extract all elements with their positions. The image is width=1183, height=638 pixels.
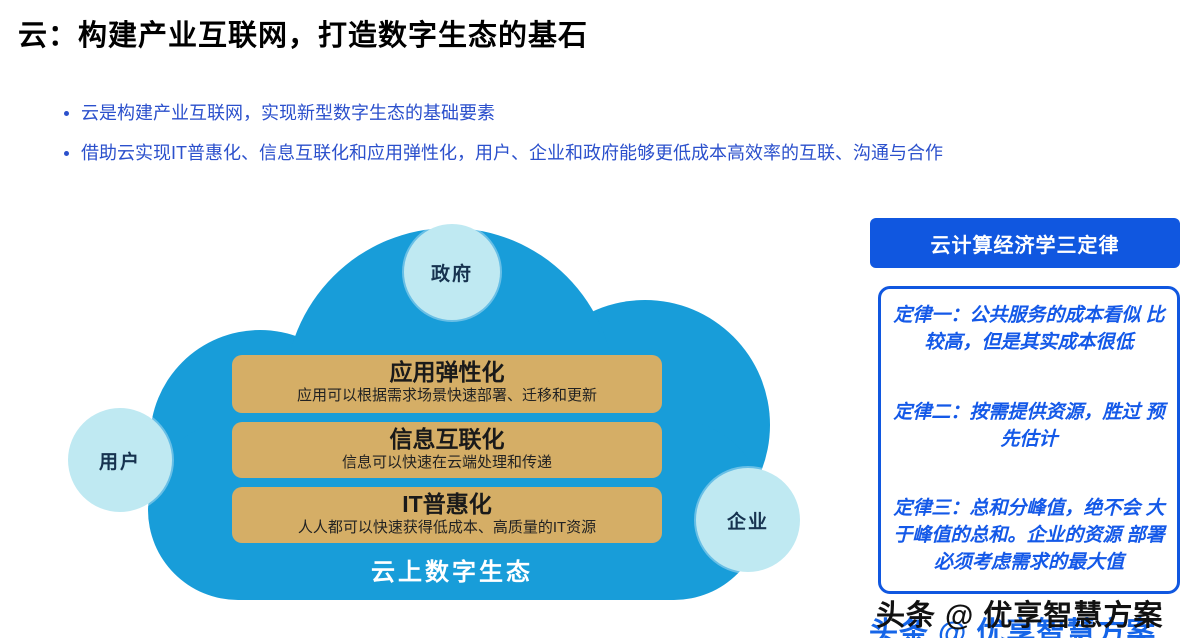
panel-header: 云计算经济学三定律: [870, 218, 1180, 268]
law-2: 定律二：按需提供资源，胜过 预先估计: [893, 401, 1165, 450]
circle-enterprise: 企业: [696, 468, 800, 572]
bullet-icon: [64, 111, 69, 116]
law-1: 定律一：公共服务的成本看似 比较高，但是其实成本很低: [893, 305, 1165, 353]
bullet-item: 借助云实现IT普惠化、信息互联化和应用弹性化，用户、企业和政府能够更低成本高效率…: [64, 142, 1144, 165]
bullet-list: 云是构建产业互联网，实现新型数字生态的基础要素 借助云实现IT普惠化、信息互联化…: [64, 102, 1144, 181]
bullet-text: 借助云实现IT普惠化、信息互联化和应用弹性化，用户、企业和政府能够更低成本高效率…: [81, 142, 943, 163]
law-3: 定律三：总和分峰值，绝不会 大于峰值的总和。企业的资源 部署必须考虑需求的最大值: [893, 498, 1165, 574]
watermark: 头条 @ 优享智慧方案: [876, 600, 1164, 632]
circle-enterprise-label: 企业: [726, 511, 769, 533]
layer-desc: 人人都可以快速获得低成本、高质量的IT资源: [297, 518, 597, 536]
panel-header-label: 云计算经济学三定律: [930, 234, 1120, 257]
page-title: 云：构建产业互联网，打造数字生态的基石: [18, 20, 589, 52]
circle-user: 用户: [68, 408, 172, 512]
layer-desc: 信息可以快速在云端处理和传递: [341, 453, 552, 471]
layer-title: IT普惠化: [402, 491, 492, 517]
circle-government: 政府: [404, 224, 500, 320]
laws-panel: 定律一：公共服务的成本看似 比较高，但是其实成本很低 定律二：按需提供资源，胜过…: [878, 286, 1180, 594]
circle-government-label: 政府: [430, 263, 473, 285]
layer-app-elasticity: 应用弹性化 应用可以根据需求场景快速部署、迁移和更新: [232, 355, 662, 413]
cloud-label: 云上数字生态: [371, 559, 533, 586]
bullet-icon: [64, 150, 69, 156]
layer-it-inclusive: IT普惠化 人人都可以快速获得低成本、高质量的IT资源: [232, 487, 662, 543]
layer-info-interconnect: 信息互联化 信息可以快速在云端处理和传递: [232, 422, 662, 478]
layer-title: 应用弹性化: [389, 359, 505, 385]
bullet-item: 云是构建产业互联网，实现新型数字生态的基础要素: [64, 102, 1144, 125]
circle-user-label: 用户: [98, 451, 141, 473]
bullet-text: 云是构建产业互联网，实现新型数字生态的基础要素: [81, 103, 495, 123]
layer-title: 信息互联化: [389, 426, 505, 452]
layer-desc: 应用可以根据需求场景快速部署、迁移和更新: [296, 386, 597, 404]
